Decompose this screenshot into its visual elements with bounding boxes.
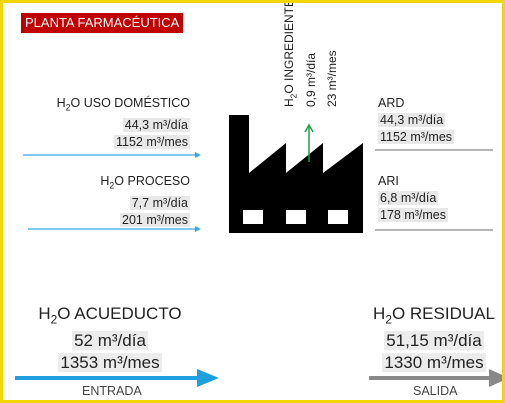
domestic-input-label: H2O USO DOMÉSTICO 44,3 m³/día 1152 m³/me… [57,95,190,151]
total-output-block: H2O RESIDUAL 51,15 m³/día 1330 m³/mes [359,303,502,374]
ari-daily: 6,8 m³/día [378,191,439,205]
ari-name: ARI [378,174,399,188]
domestic-daily: 44,3 m³/día [122,117,190,132]
total-input-name: H2O ACUEDUCTO [38,304,182,327]
ard-monthly: 1152 m³/mes [378,130,455,144]
process-daily: 7,7 m³/día [129,195,190,210]
ari-monthly: 178 m³/mes [378,208,448,222]
total-input-block: H2O ACUEDUCTO 52 m³/día 1353 m³/mes [31,303,189,374]
ard-name: ARD [378,96,405,110]
factory-window [243,210,263,224]
ingredient-daily: 0,9 m³/día [304,52,318,107]
ard-output-label: ARD 44,3 m³/día 1152 m³/mes [378,95,455,146]
flow-graphics [15,115,502,387]
process-monthly: 201 m³/mes [120,212,190,227]
domestic-arrowhead [195,152,201,158]
factory-window [328,210,348,224]
ingredient-monthly: 23 m³/mes [325,50,339,107]
diagram-title: PLANTA FARMACÉUTICA [21,13,184,33]
ard-daily: 44,3 m³/día [378,113,446,127]
process-arrowhead [195,226,201,232]
ingredient-arrowhead [304,123,314,133]
salida-arrowhead [489,369,502,387]
total-output-daily: 51,15 m³/día [384,331,484,351]
domestic-monthly: 1152 m³/mes [113,134,190,149]
domestic-input-name: H2O USO DOMÉSTICO [56,96,190,113]
process-input-label: H2O PROCESO 7,7 m³/día 201 m³/mes [100,173,190,229]
total-output-monthly: 1330 m³/mes [382,353,486,373]
ingredient-label: H2O INGREDIENTE [282,0,299,107]
process-input-name: H2O PROCESO [100,174,190,191]
factory-window [286,210,306,224]
entrada-arrowhead [197,369,219,387]
factory-icon [229,115,363,233]
entrada-label: ENTRADA [82,384,142,398]
total-input-daily: 52 m³/día [72,331,148,351]
ari-output-label: ARI 6,8 m³/día 178 m³/mes [378,173,448,224]
salida-label: SALIDA [413,384,458,398]
total-output-name: H2O RESIDUAL [373,304,495,327]
total-input-monthly: 1353 m³/mes [58,353,162,373]
